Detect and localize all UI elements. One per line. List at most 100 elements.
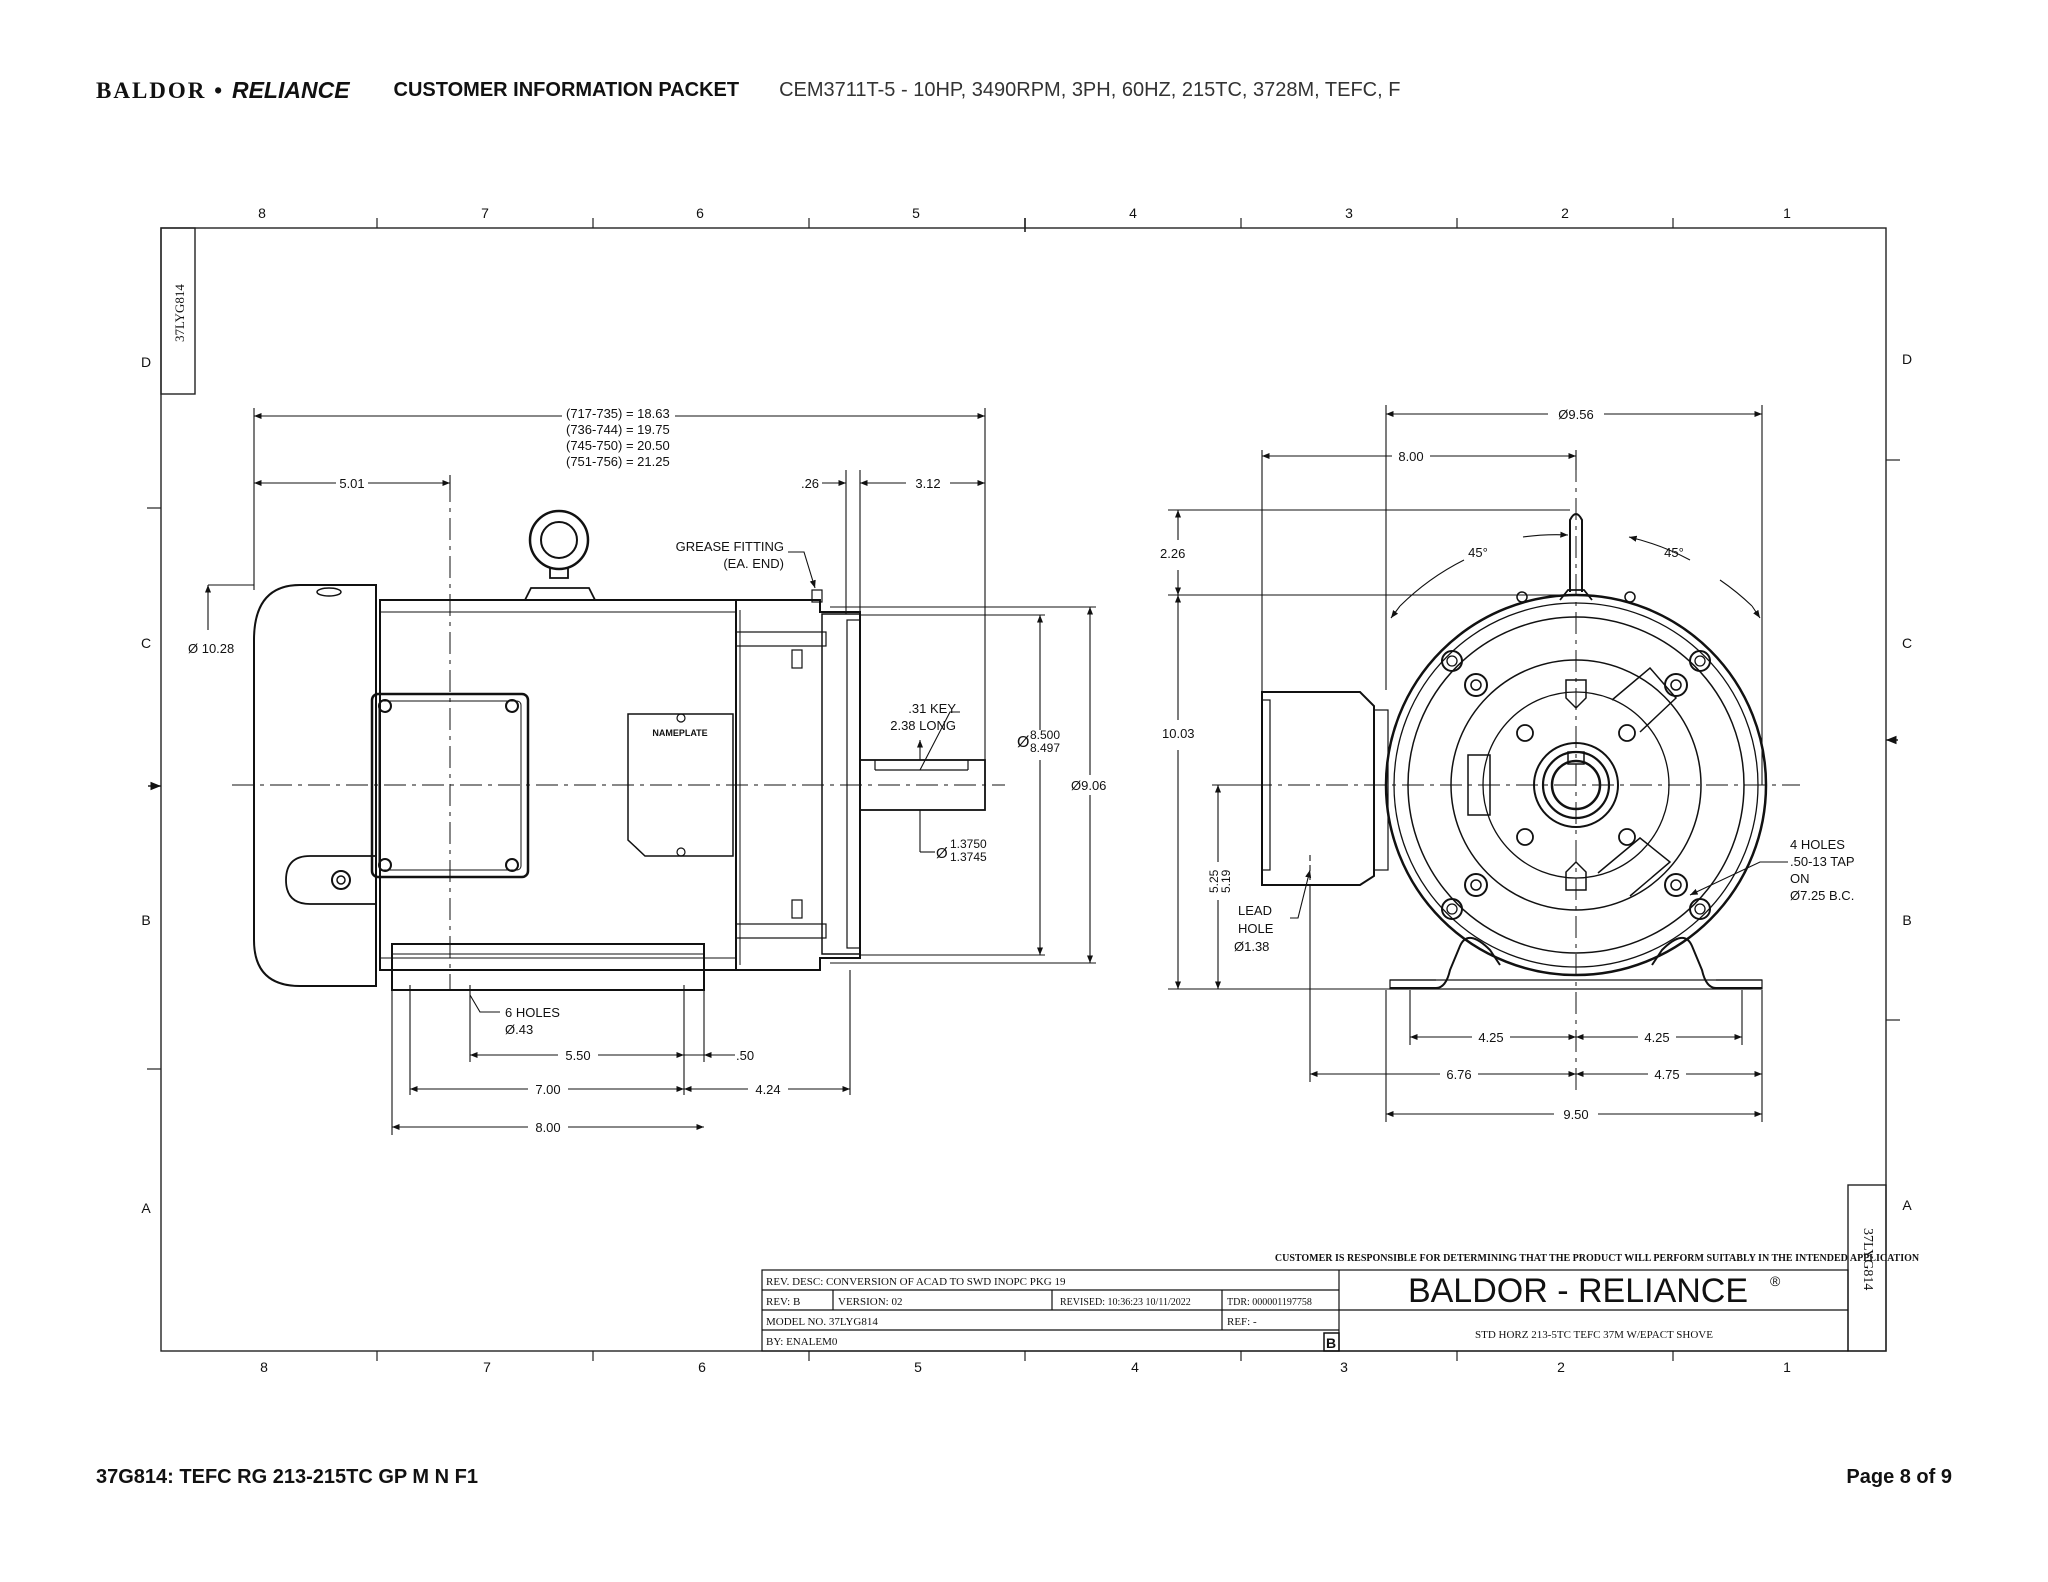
col-label-8-top: 8	[258, 205, 266, 221]
title-block-text: CUSTOMER IS RESPONSIBLE FOR DETERMINING …	[766, 1228, 1920, 1351]
lead-hole-dia: Ø1.38	[1234, 939, 1269, 954]
ref: REF: -	[1227, 1316, 1257, 1328]
dim-9-50: 9.50	[1563, 1107, 1588, 1122]
angle-right: 45°	[1664, 545, 1684, 560]
dim-4-25-left: 4.25	[1478, 1030, 1503, 1045]
row-label-c-right: C	[1902, 635, 1912, 651]
dim-4-75: 4.75	[1654, 1067, 1679, 1082]
grease-fitting-label: GREASE FITTING	[676, 539, 784, 554]
col-label-2-bottom: 2	[1557, 1359, 1565, 1375]
col-label-4-top: 4	[1129, 205, 1137, 221]
side-view-motor	[253, 509, 986, 991]
rev: REV: B	[766, 1296, 800, 1308]
length-table-2: (736-744) = 19.75	[566, 422, 670, 437]
side-view-labels: (717-735) = 18.63 (736-744) = 19.75 (745…	[188, 406, 1106, 1135]
dim-0-26: .26	[801, 476, 819, 491]
foot-holes-count: 6 HOLES	[505, 1005, 560, 1020]
drawing-description: STD HORZ 213-5TC TEFC 37M W/EPACT SHOVE	[1475, 1329, 1713, 1341]
foot-holes-dia: Ø.43	[505, 1022, 533, 1037]
tap-holes-line4: Ø7.25 B.C.	[1790, 888, 1854, 903]
pilot-dia-symbol: Ø	[1017, 734, 1029, 751]
col-label-6-bottom: 6	[698, 1359, 706, 1375]
shaft-dia-min: 1.3745	[950, 850, 987, 864]
title-block	[761, 1269, 1849, 1352]
end-view-labels: Ø9.56 8.00 2.26 45° 45° 10.03 5.25 5.19 …	[1160, 407, 1855, 1122]
dim-3-12: 3.12	[915, 476, 940, 491]
dim-2-26: 2.26	[1160, 546, 1185, 561]
dim-5-50: 5.50	[565, 1048, 590, 1063]
length-table-1: (717-735) = 18.63	[566, 406, 670, 421]
row-label-d-left: D	[141, 354, 151, 370]
brand-logo: BALDOR • RELIANCE	[96, 76, 350, 103]
row-label-c-left: C	[141, 635, 151, 651]
grease-fitting-each-end: (EA. END)	[723, 556, 784, 571]
row-label-a-left: A	[141, 1200, 151, 1216]
brand-registered: ®	[1770, 1273, 1781, 1289]
row-label-a-right: A	[1902, 1197, 1912, 1213]
row-label-b-right: B	[1902, 912, 1911, 928]
packet-title: CUSTOMER INFORMATION PACKET	[393, 78, 740, 101]
end-view-motor	[1261, 513, 1768, 990]
pilot-dia-min: 8.497	[1030, 741, 1060, 755]
col-label-7-bottom: 7	[483, 1359, 491, 1375]
length-table-4: (751-756) = 21.25	[566, 454, 670, 469]
model-description: CEM3711T-5 - 10HP, 3490RPM, 3PH, 60HZ, 2…	[779, 78, 1401, 101]
rev-desc: REV. DESC: CONVERSION OF ACAD TO SWD INO…	[766, 1276, 1066, 1288]
col-label-7-top: 7	[481, 205, 489, 221]
shaft-dia-symbol: Ø	[936, 845, 948, 862]
dim-7-00: 7.00	[535, 1082, 560, 1097]
version: VERSION: 02	[838, 1296, 902, 1308]
col-label-1-bottom: 1	[1783, 1359, 1791, 1375]
lead-hole-line1: LEAD	[1238, 903, 1272, 918]
col-label-3-top: 3	[1345, 205, 1353, 221]
dim-4-25-right: 4.25	[1644, 1030, 1669, 1045]
disclaimer: CUSTOMER IS RESPONSIBLE FOR DETERMINING …	[1275, 1253, 1920, 1264]
row-label-d-right: D	[1902, 351, 1912, 367]
col-label-6-top: 6	[696, 205, 704, 221]
revised: REVISED: 10:36:23 10/11/2022	[1060, 1297, 1191, 1308]
side-view-dimensions	[204, 408, 1096, 1135]
col-label-3-bottom: 3	[1340, 1359, 1348, 1375]
col-label-5-top: 5	[912, 205, 920, 221]
by: BY: ENALEM0	[766, 1336, 838, 1348]
shaft-dia-max: 1.3750	[950, 837, 987, 851]
nameplate-label: NAMEPLATE	[652, 728, 707, 738]
key-length: 2.38 LONG	[890, 718, 956, 733]
drawing-frame	[147, 218, 1900, 1361]
tap-holes-line2: .50-13 TAP	[1790, 854, 1855, 869]
drawing-id-vertical-left: 37LYG814	[172, 284, 187, 342]
brand-name: BALDOR - RELIANCE	[1408, 1272, 1748, 1310]
height-max: 5.25	[1207, 869, 1221, 893]
lead-hole-line2: HOLE	[1238, 921, 1274, 936]
tap-holes-line1: 4 HOLES	[1790, 837, 1845, 852]
col-label-1-top: 1	[1783, 205, 1791, 221]
rev-letter: B	[1326, 1335, 1336, 1351]
dim-0-50: .50	[736, 1048, 754, 1063]
frame-labels: 8 7 6 5 4 3 2 1 8 7 6 5 4 3 2 1 D C B A …	[141, 205, 1912, 1375]
dim-5-01: 5.01	[339, 476, 364, 491]
dim-10-03: 10.03	[1162, 726, 1195, 741]
pilot-dia-max: 8.500	[1030, 728, 1060, 742]
tdr: TDR: 000001197758	[1227, 1297, 1312, 1308]
dim-dia-10-28: Ø 10.28	[188, 641, 234, 656]
col-label-5-bottom: 5	[914, 1359, 922, 1375]
height-min: 5.19	[1219, 869, 1233, 893]
dim-4-24: 4.24	[755, 1082, 780, 1097]
dim-8-00-end: 8.00	[1398, 449, 1423, 464]
end-view-dimensions	[1168, 405, 1788, 1122]
key-size: .31 KEY	[908, 701, 956, 716]
drawing-id-vertical-right: 37LYG814	[1860, 1228, 1875, 1290]
page-header: BALDOR • RELIANCE CUSTOMER INFORMATION P…	[96, 70, 1400, 110]
col-label-4-bottom: 4	[1131, 1359, 1139, 1375]
dim-6-76: 6.76	[1446, 1067, 1471, 1082]
col-label-2-top: 2	[1561, 205, 1569, 221]
footer-doc-id: 37G814: TEFC RG 213-215TC GP M N F1	[96, 1466, 478, 1488]
tap-holes-line3: ON	[1790, 871, 1810, 886]
row-label-b-left: B	[141, 912, 150, 928]
length-table-3: (745-750) = 20.50	[566, 438, 670, 453]
dim-dia-9-56: Ø9.56	[1558, 407, 1593, 422]
footer-page-number: Page 8 of 9	[1846, 1466, 1952, 1488]
model-no: MODEL NO. 37LYG814	[766, 1316, 878, 1328]
angle-left: 45°	[1468, 545, 1488, 560]
